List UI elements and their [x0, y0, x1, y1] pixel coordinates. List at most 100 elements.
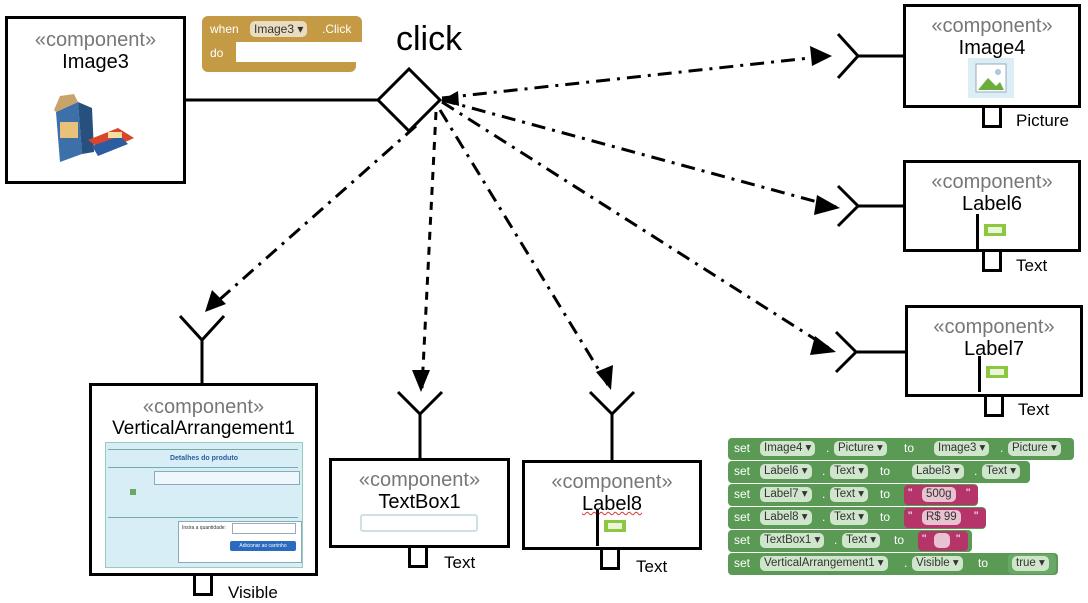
to-keyword: to: [880, 487, 891, 501]
arrowhead-textbox1: [412, 370, 430, 392]
set-row-image4: set Image4 ▾ . Picture ▾ to Image3 ▾ . P…: [728, 438, 1074, 460]
component-name: VerticalArrangement1: [112, 418, 295, 439]
arrow-label7: [441, 100, 833, 352]
arrowhead-image4: [810, 46, 832, 66]
value-component-label: Label3: [916, 465, 951, 477]
set-property-dropdown[interactable]: Text ▾: [830, 510, 869, 525]
stereotype: «component»: [358, 469, 481, 491]
set-component-dropdown[interactable]: VerticalArrangement1 ▾: [760, 556, 888, 571]
value-property-dropdown[interactable]: Text ▾: [982, 464, 1021, 479]
set-component-label: Image4: [764, 442, 803, 454]
port-label: Picture: [1016, 111, 1069, 130]
stereotype: «component»: [142, 396, 265, 418]
port-label: Text: [636, 557, 668, 576]
value-component-label: Image3: [938, 442, 977, 454]
component-name: Label8: [581, 493, 643, 515]
set-block-stack: set Image4 ▾ . Picture ▾ to Image3 ▾ . P…: [728, 438, 1074, 576]
set-component-dropdown[interactable]: Label7 ▾: [760, 487, 812, 502]
value-property-label: Picture: [1012, 442, 1048, 454]
component-label8: «component» Label8: [522, 460, 702, 550]
text-block: " ": [918, 531, 968, 551]
stereotype: «component»: [931, 171, 1053, 193]
label-icon: [978, 356, 1008, 392]
arrow-textbox1: [420, 111, 438, 389]
set-component-dropdown[interactable]: Label6 ▾: [760, 464, 812, 479]
thumbnail-qty-label: Insira a quantidade:: [182, 525, 226, 531]
socket-vertical: [178, 314, 226, 384]
boolean-value: true: [1016, 557, 1036, 569]
to-keyword: to: [880, 464, 891, 478]
thumbnail-add-button: Adicionar ao carrinho: [230, 541, 296, 551]
set-row-verticalarrangement1: set VerticalArrangement1 ▾ . Visible ▾ t…: [728, 553, 1058, 575]
set-property-dropdown[interactable]: Text ▾: [842, 533, 881, 548]
to-keyword: to: [894, 533, 905, 547]
component-name: Label7: [963, 338, 1025, 360]
set-component-label: Label6: [764, 465, 799, 477]
stereotype: «component»: [933, 316, 1055, 338]
set-row-label7: set Label7 ▾ . Text ▾ to " 500g ": [728, 484, 978, 506]
event-block-when-click: when Image3 ▾ .Click do: [202, 16, 362, 72]
event-do-keyword: do: [210, 46, 224, 60]
arrow-label6: [441, 98, 837, 209]
value-component-dropdown[interactable]: Label3 ▾: [912, 464, 964, 479]
event-name: .Click: [322, 22, 352, 36]
product-photo-icon: [54, 94, 134, 162]
thumbnail-title: Detalhes do produto: [169, 455, 239, 462]
component-name: Label6: [961, 193, 1023, 215]
text-block: " 500g ": [904, 485, 978, 505]
set-keyword: set: [734, 487, 751, 501]
text-value[interactable]: 500g: [922, 487, 956, 502]
set-keyword: set: [734, 510, 751, 524]
set-keyword: set: [734, 441, 751, 455]
port-textbox1-text: [408, 548, 428, 568]
set-property-dropdown[interactable]: Text ▾: [830, 487, 869, 502]
component-name: TextBox1: [378, 491, 461, 513]
image-placeholder-icon: [968, 58, 1014, 98]
set-component-dropdown[interactable]: Image4 ▾: [760, 441, 816, 456]
text-value[interactable]: [934, 533, 950, 548]
to-keyword: to: [880, 510, 891, 524]
arrowhead-label8: [596, 365, 613, 390]
vertical-arrangement-thumbnail: Detalhes do produto Insira a quantidade:…: [105, 442, 303, 568]
port-image4-picture: [982, 108, 1002, 128]
event-component-dropdown[interactable]: Image3 ▾: [250, 21, 308, 37]
set-component-label: VerticalArrangement1: [764, 557, 875, 569]
label-icon: [976, 214, 1006, 250]
set-keyword: set: [734, 533, 751, 547]
component-textbox1: «component» TextBox1: [329, 458, 510, 548]
set-row-label8: set Label8 ▾ . Text ▾ to " R$ 99 ": [728, 507, 986, 529]
arrow-image4: [441, 54, 829, 100]
event-component-label: Image3: [254, 22, 295, 36]
set-component-label: TextBox1: [764, 534, 812, 546]
boolean-dropdown[interactable]: true ▾: [1012, 556, 1049, 571]
set-row-label6: set Label6 ▾ . Text ▾ to Label3 ▾ . Text…: [728, 461, 1030, 483]
set-component-dropdown[interactable]: Label8 ▾: [760, 510, 812, 525]
text-value[interactable]: R$ 99: [922, 510, 961, 525]
arrowhead-label7: [810, 336, 836, 355]
thumbnail-image-icon: [130, 489, 136, 495]
socket-label8: [588, 390, 636, 462]
value-property-label: Text: [986, 465, 1008, 477]
component-name: Image3: [62, 51, 129, 73]
set-keyword: set: [734, 556, 751, 570]
set-property-label: Text: [834, 511, 856, 523]
component-name: Image4: [958, 37, 1026, 59]
set-property-dropdown[interactable]: Visible ▾: [912, 556, 963, 571]
component-image3: «component» Image3: [5, 16, 186, 184]
port-label: Visible: [228, 583, 278, 602]
port-label7-text: [984, 397, 1004, 417]
arrowhead-vertical: [205, 290, 226, 312]
textbox-thumbnail: [360, 514, 478, 532]
set-component-dropdown[interactable]: TextBox1 ▾: [760, 533, 825, 548]
set-property-label: Text: [846, 534, 868, 546]
set-property-dropdown[interactable]: Picture ▾: [834, 441, 887, 456]
stereotype: «component»: [551, 471, 673, 493]
click-trigger-label: click: [396, 20, 463, 58]
text-block: " R$ 99 ": [904, 508, 986, 528]
value-component-dropdown[interactable]: Image3 ▾: [934, 441, 990, 456]
value-property-dropdown[interactable]: Picture ▾: [1008, 441, 1061, 456]
arrowhead-origin: [442, 91, 459, 106]
set-property-label: Picture: [838, 442, 874, 454]
set-property-dropdown[interactable]: Text ▾: [830, 464, 869, 479]
